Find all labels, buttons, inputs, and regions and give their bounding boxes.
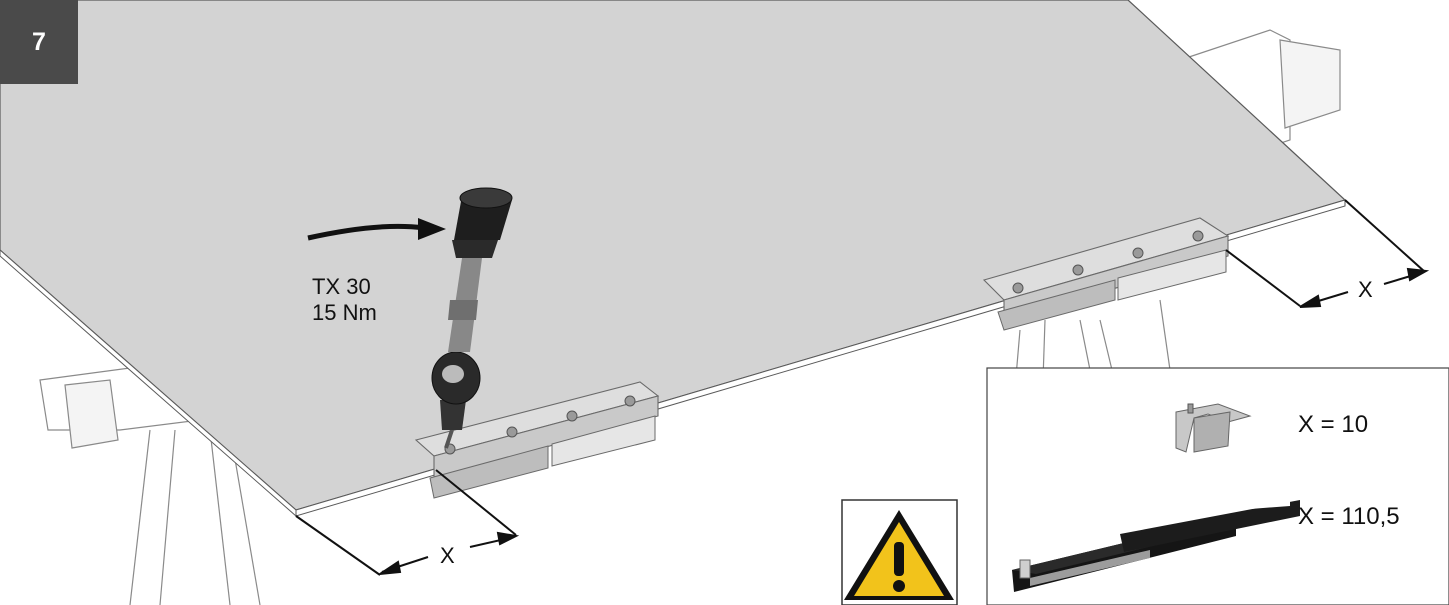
dimension-label-rear: X	[1358, 277, 1373, 302]
torque-bit-label: TX 30	[312, 274, 371, 299]
dimension-label-front: X	[440, 543, 455, 568]
torque-wrench-icon	[431, 187, 513, 449]
inset-option-b-label: X = 110,5	[1298, 503, 1400, 530]
spacer-clip-10-icon	[1175, 403, 1252, 453]
connector-front	[414, 381, 660, 499]
dimension-front	[295, 469, 520, 576]
torque-value-label: 15 Nm	[312, 300, 377, 325]
rotation-arrow-icon	[307, 218, 446, 241]
dimension-rear	[1225, 199, 1430, 308]
step-number-badge: 7	[0, 0, 78, 84]
inset-option-a-label: X = 10	[1298, 411, 1368, 438]
sawhorse-right	[1007, 29, 1341, 471]
warning-triangle-icon	[841, 499, 958, 605]
connector-rear	[982, 217, 1230, 331]
inset-panel	[986, 367, 1449, 605]
gauge-110-icon	[1012, 500, 1300, 592]
